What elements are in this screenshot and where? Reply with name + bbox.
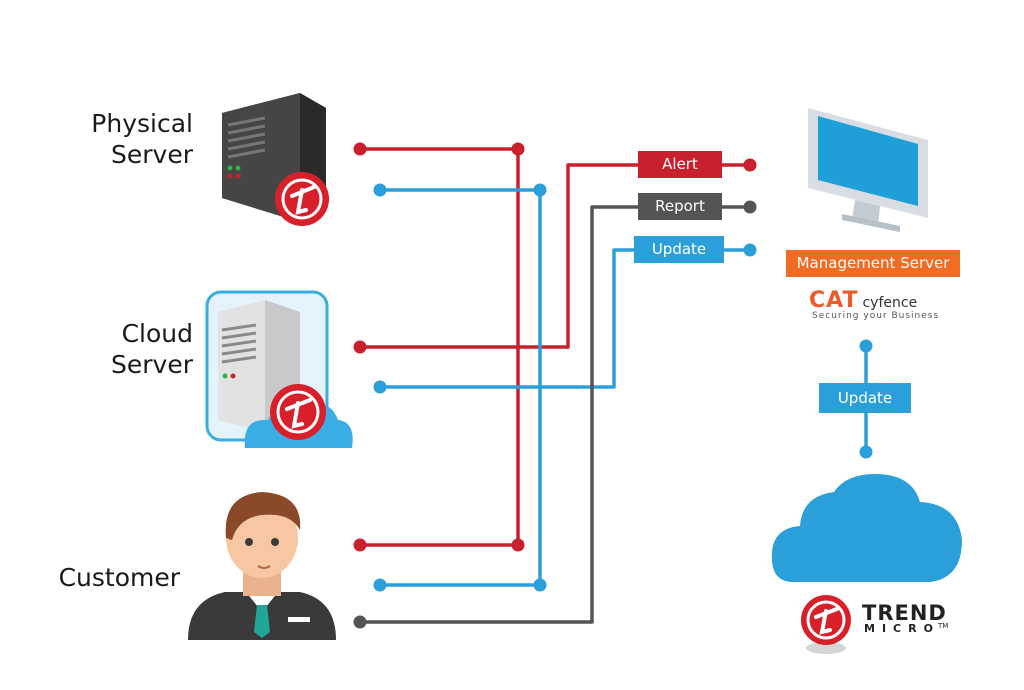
update-line-cloud: [380, 248, 750, 389]
alert-tag: Alert: [638, 151, 722, 178]
cat-logo-tagline: Securing your Business: [812, 311, 940, 321]
cloud-server-label: Cloud Server: [60, 318, 193, 380]
update-tag-bottom: Update: [819, 383, 911, 413]
cloud-server-label-line2: Server: [111, 350, 193, 379]
trend-logo-line1: TREND: [862, 601, 947, 625]
trend-logo-tm: TM: [938, 622, 949, 630]
monitor-icon: [808, 108, 928, 232]
cloud-icon: [771, 474, 962, 582]
cat-logo-name: cyfence: [862, 295, 918, 311]
cloud-server-label-line1: Cloud: [121, 319, 193, 348]
trend-logo-line2: MICRO: [864, 622, 940, 635]
customer-label: Customer: [58, 563, 180, 592]
cat-logo-mark: CAT: [809, 288, 859, 313]
trend-micro-badge-icon: [275, 172, 329, 226]
management-server-tag: Management Server: [786, 250, 960, 277]
trend-micro-logo-icon: [801, 595, 851, 654]
update-tag-top: Update: [634, 236, 724, 263]
connection-dots: [353, 142, 873, 629]
physical-server-label-line1: Physical: [91, 109, 193, 138]
server-tower-icon: [222, 93, 329, 226]
trend-micro-badge-icon: [270, 384, 326, 440]
physical-server-label-line2: Server: [111, 140, 193, 169]
customer-avatar-icon: [188, 492, 336, 640]
cloud-server-icon: [205, 290, 353, 448]
physical-server-label: Physical Server: [60, 108, 193, 170]
report-line-customer: [360, 205, 750, 624]
report-tag: Report: [638, 193, 722, 220]
